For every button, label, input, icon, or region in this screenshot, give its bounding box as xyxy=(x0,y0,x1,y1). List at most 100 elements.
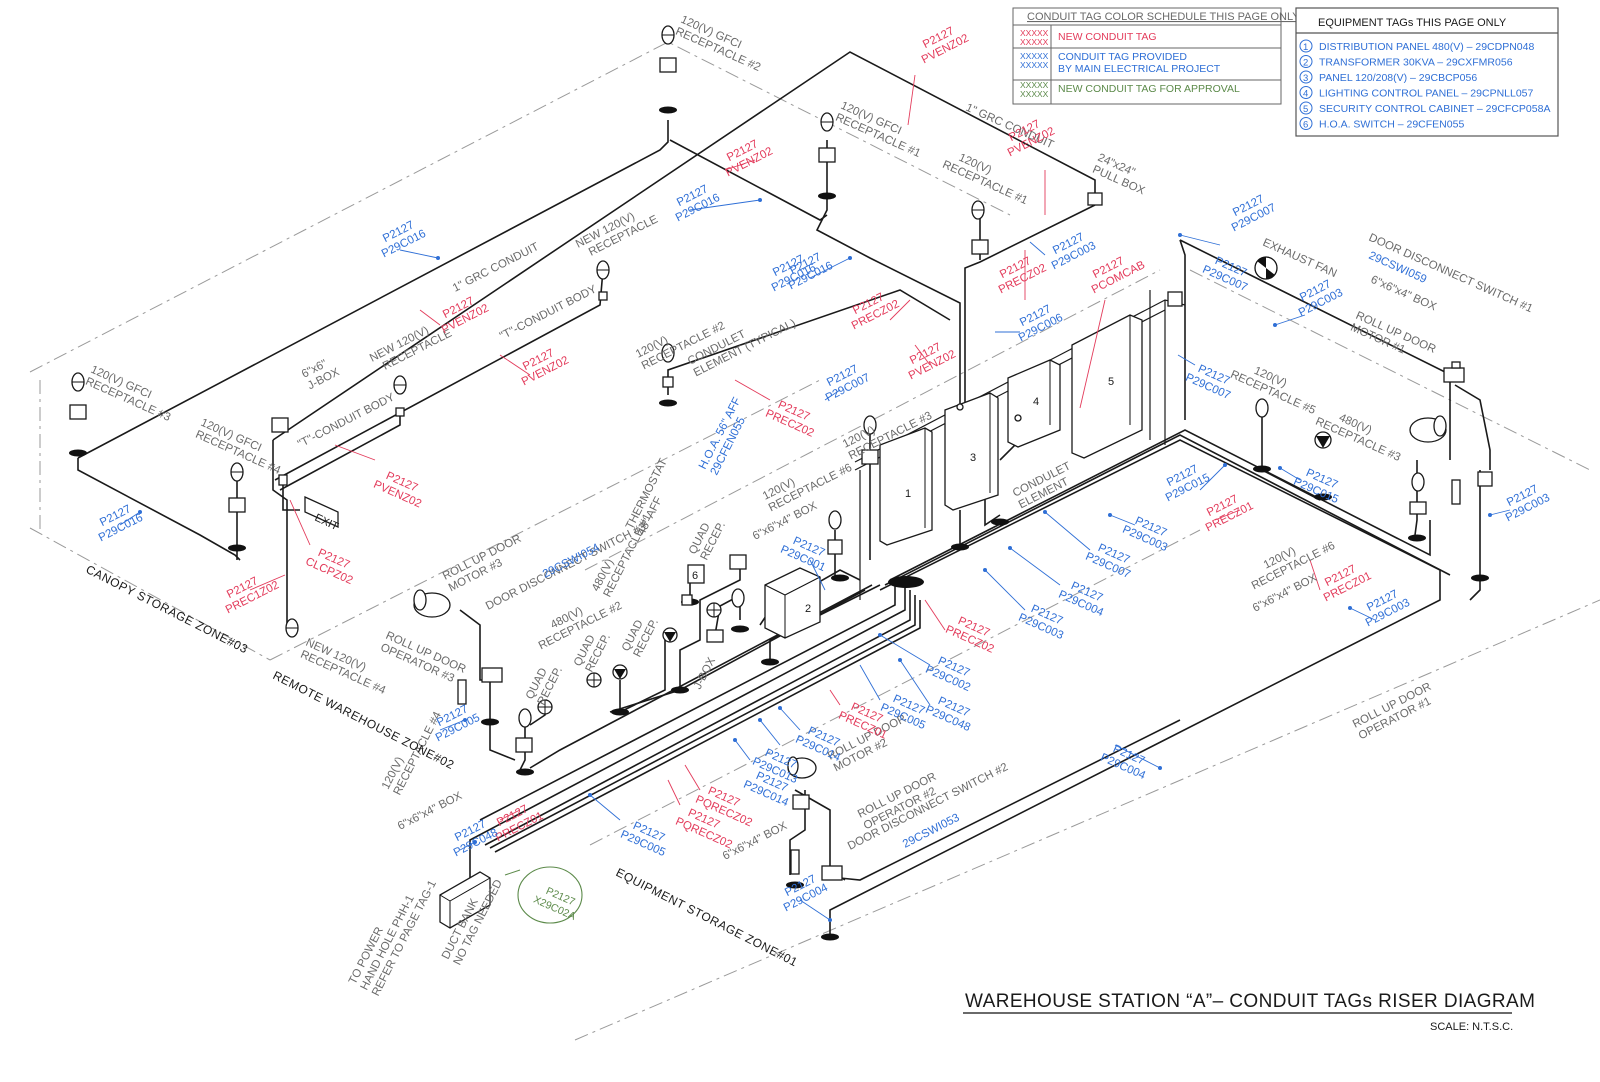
conduit-tag-text: P2127P29C003 xyxy=(1291,275,1345,319)
attach-point xyxy=(1178,233,1182,237)
label-jbox-6x6: 6"x6"J-BOX xyxy=(300,354,342,392)
schedule-sample: XXXXX xyxy=(1020,51,1049,61)
label-gfci3: 120(V) GFCIRECEPTACLE #3 xyxy=(83,364,177,424)
operator-icon xyxy=(457,679,467,705)
conduit-tag: P2127P29C003 xyxy=(1016,600,1070,642)
operator-icon xyxy=(1451,479,1461,505)
schedule-sample: XXXXX xyxy=(1020,37,1049,47)
conduit-tag-text: P2127P29C007 xyxy=(818,360,872,404)
attach-point xyxy=(1008,546,1012,550)
box-icon xyxy=(729,554,747,570)
480v-receptacle-icon xyxy=(1314,431,1332,449)
conduit-tag: P2127PRECZ01 xyxy=(1316,558,1374,604)
box-icon xyxy=(861,449,879,465)
conduit-tag: P2127P29C002 xyxy=(923,655,972,694)
conduit-tag-text: P2127P29C005 xyxy=(428,700,482,744)
receptacle-icon xyxy=(393,375,407,395)
motor-icon xyxy=(787,756,817,779)
schedule-sample: XXXXX xyxy=(1020,28,1049,38)
transformer: 2 xyxy=(764,567,821,639)
penetration xyxy=(761,658,779,666)
attach-point xyxy=(1278,466,1282,470)
svg-text:3: 3 xyxy=(970,452,976,464)
legend-text: LIGHTING CONTROL PANEL – 29CPNLL057 xyxy=(1319,88,1534,100)
penetration xyxy=(951,543,969,551)
attach-point xyxy=(436,256,440,260)
conduit-tag-text: P2127PVENZ02 xyxy=(434,291,491,336)
attach-point xyxy=(1273,323,1277,327)
legend-text: PANEL 120/208(V) – 29CBCP056 xyxy=(1319,72,1477,84)
penetration xyxy=(1471,574,1489,582)
exhaust-fan-icon xyxy=(1254,256,1278,280)
conduit-tag-text: P2127P29C007 xyxy=(1200,252,1254,294)
attach-point xyxy=(1223,463,1227,467)
box-icon xyxy=(971,239,989,255)
penetration xyxy=(611,708,629,716)
label-quad-1: QUADRECEP. xyxy=(687,514,728,562)
conduit-tag: P2127P29C003 xyxy=(1291,275,1345,319)
approval-tag xyxy=(517,866,583,924)
hoa-switch: 6 xyxy=(687,564,705,584)
conduit-tag: P2127P29C007 xyxy=(1083,539,1137,581)
conduit-tag-text: P2127P29C016 xyxy=(91,500,145,544)
conduit-tag-text: P2127P29C007 xyxy=(1183,360,1237,402)
attach-point xyxy=(473,840,477,844)
penetration xyxy=(659,106,677,114)
conduit-tag: P2127P29C016 xyxy=(674,183,722,224)
disconnect-switch-icon xyxy=(821,865,843,881)
equipment-legend-header: EQUIPMENT TAGs THIS PAGE ONLY xyxy=(1318,17,1507,29)
receptacle-icon xyxy=(596,260,610,280)
thermostat-icon xyxy=(681,594,693,606)
conduit-tag-text: P2127P29C007 xyxy=(1083,539,1137,581)
conduit-tag-text: P2127P29C003 xyxy=(1358,585,1412,629)
conduit-tag-text: P2127P29C005 xyxy=(618,817,672,859)
receptacle-icon xyxy=(230,462,244,482)
conduit-tag: P2127PCOMCAB xyxy=(1090,255,1148,296)
main-penetration xyxy=(888,576,924,588)
penetration xyxy=(821,933,839,941)
t-conduit-body-icon xyxy=(395,407,405,417)
conduit-tag: P2127PRECZ02 xyxy=(997,255,1049,296)
conduit-tag-text: P2127P29C003 xyxy=(1016,600,1070,642)
legend-number-circle xyxy=(1299,55,1313,68)
label-quad-3: QUADRECEP. xyxy=(620,611,661,659)
attach-point xyxy=(778,706,782,710)
t-conduit-body-icon xyxy=(278,474,288,486)
conduit-tag: P2127P29C007 xyxy=(1224,190,1278,234)
conduit-tag-text: P2127P29C007 xyxy=(1224,190,1278,234)
legend-number-circle xyxy=(1299,86,1313,99)
conduit-tag: P2127PRECZ01 xyxy=(1204,493,1256,534)
equipment-id-labels: H.O.A. 56" AFF29CFEN055 29CSWI054 29CSWI… xyxy=(541,250,1428,851)
svg-text:2: 2 xyxy=(805,603,811,615)
penetration xyxy=(1314,493,1332,501)
conduit-tag: P2127P29C004 xyxy=(1098,743,1147,782)
conduit-tag: P2127P29C016 xyxy=(380,219,428,260)
legend-number: 1 xyxy=(1303,42,1308,53)
conduit-tag: P2127PVENZ02 xyxy=(371,470,423,510)
conduit-tag: P2127P29C005 xyxy=(618,817,672,859)
label-gfci2: 120(V) GFCIRECEPTACLE #2 xyxy=(673,14,767,74)
schedule-description: NEW CONDUIT TAG xyxy=(1058,31,1157,43)
penetration xyxy=(69,449,87,457)
attach-point xyxy=(1043,510,1047,514)
conduit-tag-schedule: CONDUIT TAG COLOR SCHEDULE THIS PAGE ONL… xyxy=(1012,7,1300,105)
penetration xyxy=(831,574,849,582)
attach-point xyxy=(463,718,467,722)
conduit-tag: P2127P29C007 xyxy=(818,360,872,404)
conduit-tag-text: P2127PRECZ01 xyxy=(1316,558,1373,604)
conduit-tag: P2127PREC1Z02 xyxy=(224,575,281,616)
lighting-control-panel: 4 xyxy=(1007,359,1061,448)
attach-point xyxy=(1488,513,1492,517)
receptacle-icon xyxy=(518,708,532,728)
penetration xyxy=(228,544,246,552)
conduit-tag-text: P2127CLCPZ02 xyxy=(303,544,359,587)
penetration xyxy=(786,881,804,889)
conduit-tag: P2127P29C005 xyxy=(428,700,482,744)
conduit-tag: P2127P29C015 xyxy=(1164,463,1212,504)
label-box-r: 6"x6"x4" BOX xyxy=(1369,274,1439,314)
t-conduit-body-icon xyxy=(598,291,608,301)
zone-1-label: EQUIPMENT STORAGE ZONE#01 xyxy=(614,865,800,969)
conduit-tag: P2127P29C004 xyxy=(1056,580,1105,619)
receptacle-icon xyxy=(285,618,299,638)
conduit-tag: P2127P29C048 xyxy=(452,818,500,859)
